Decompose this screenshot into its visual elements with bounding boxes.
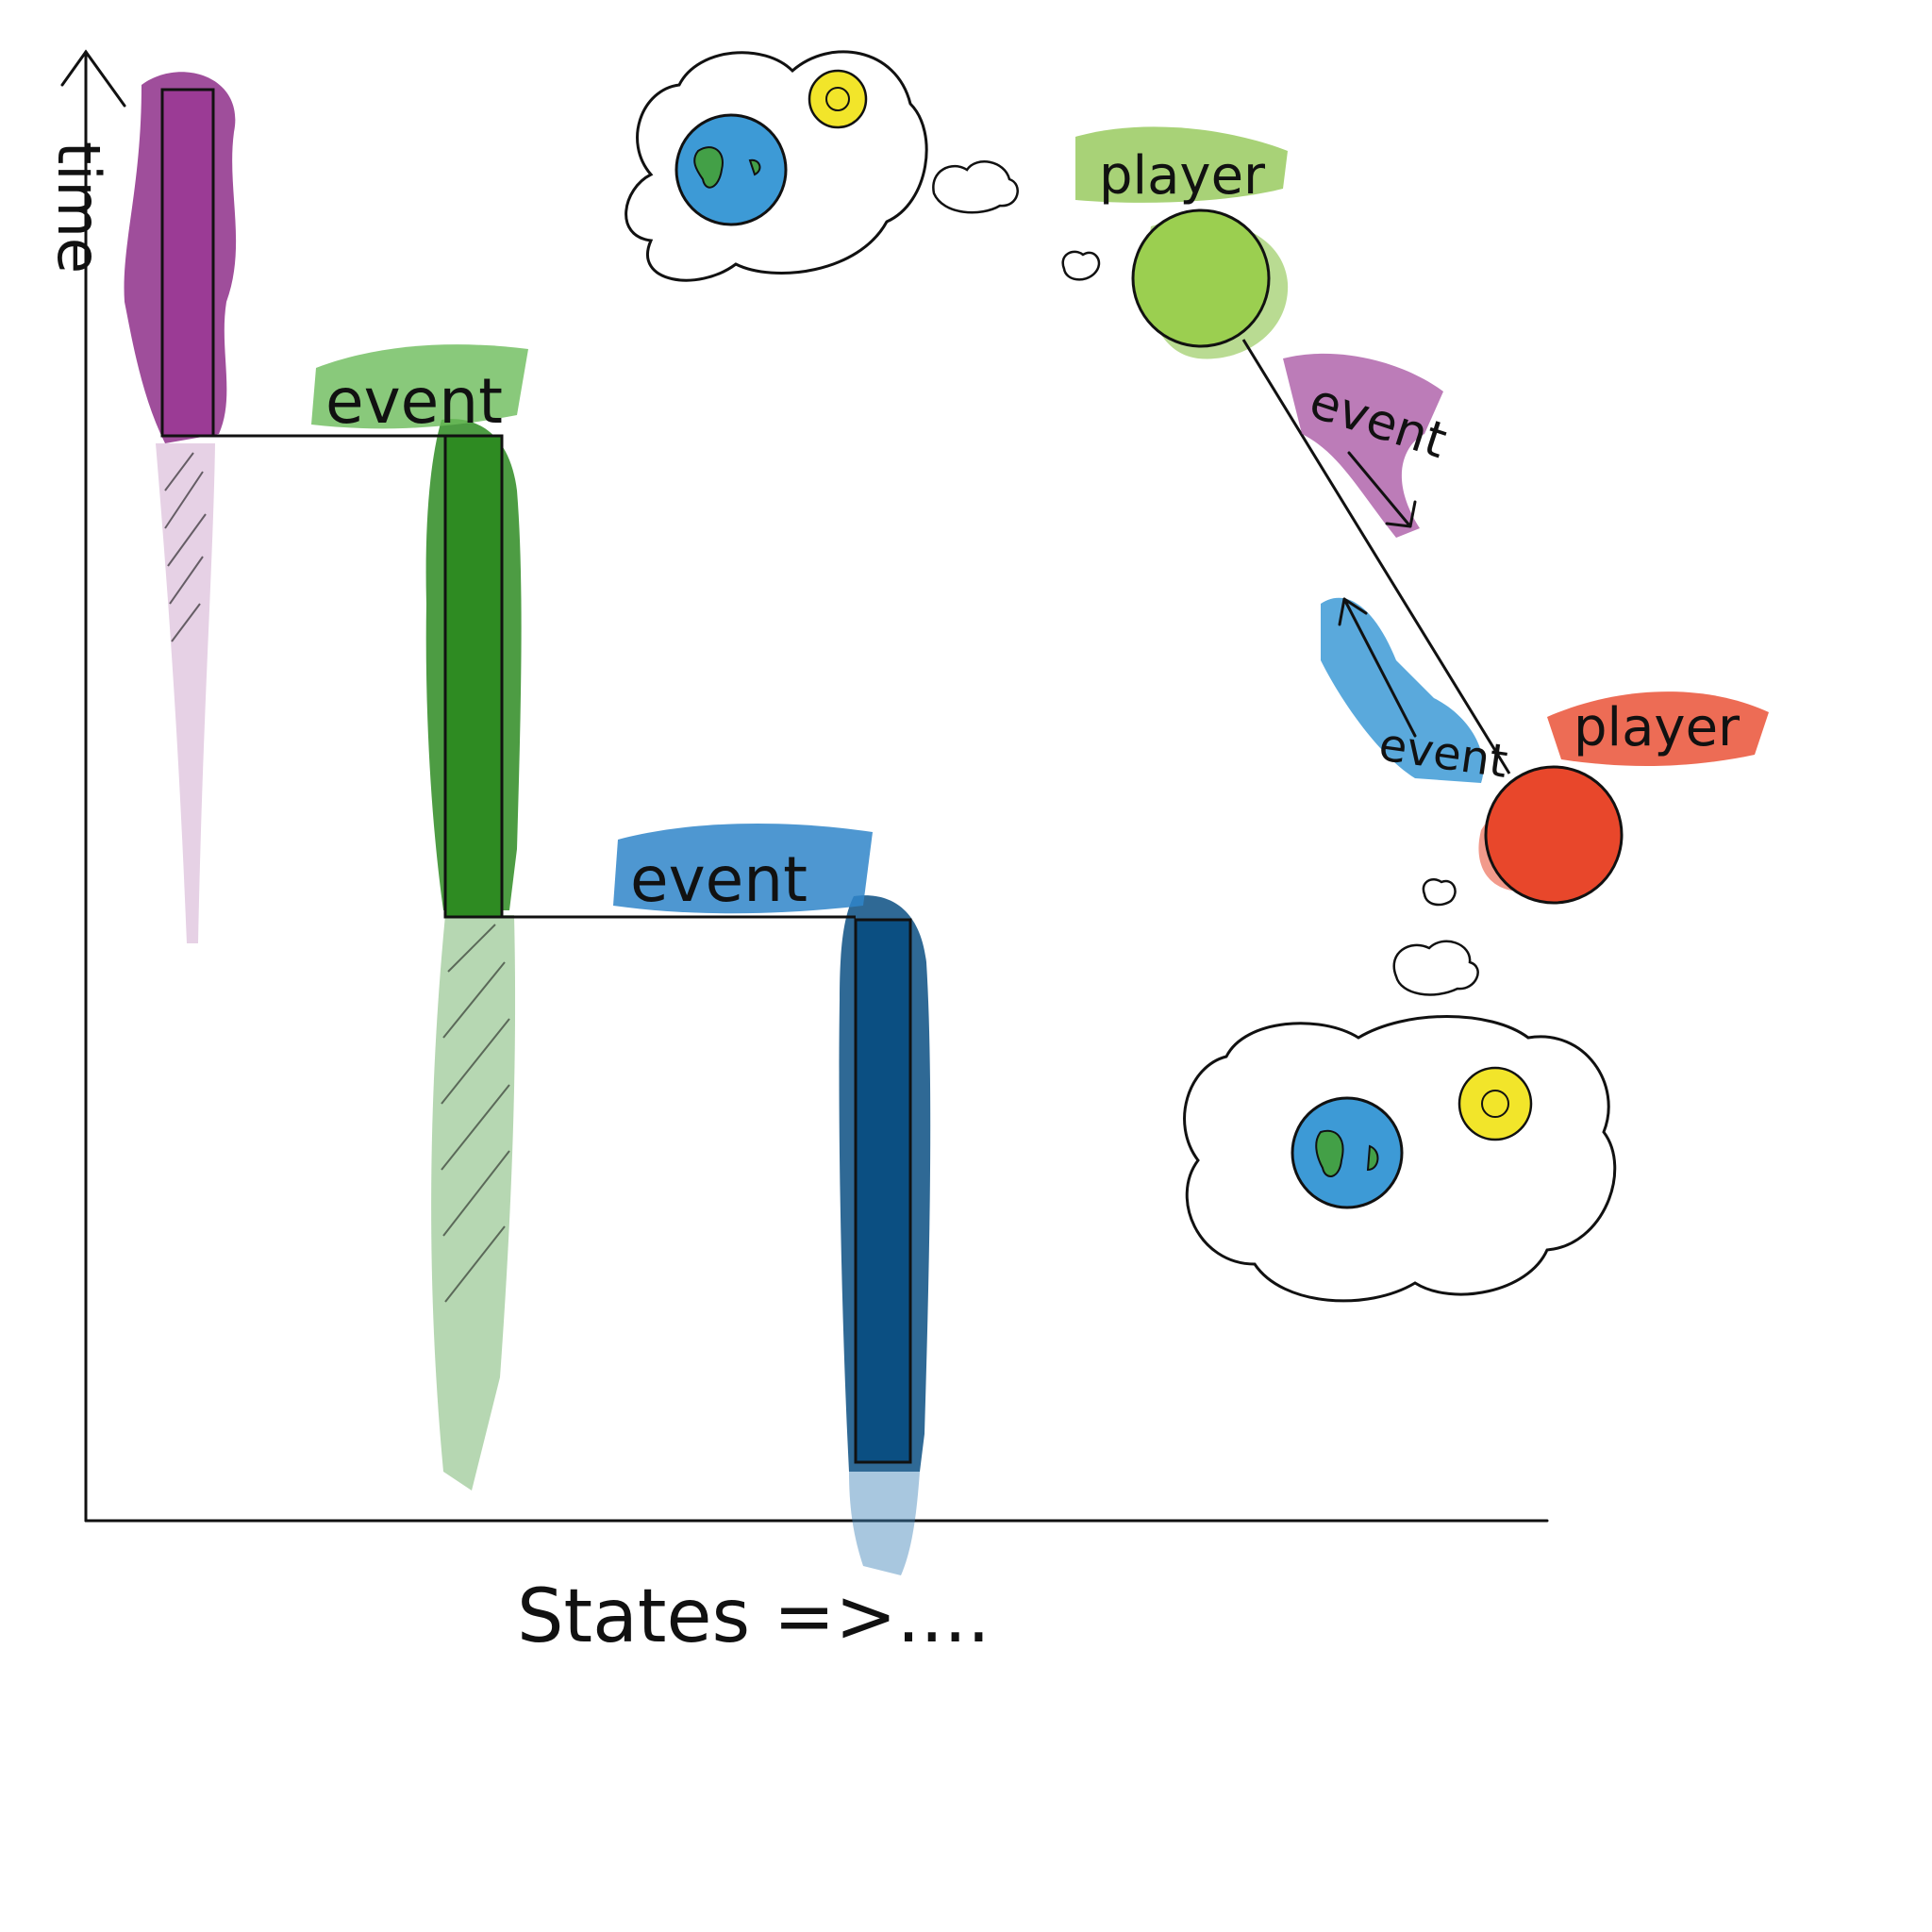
small-cloud-bottom-1 (1422, 878, 1457, 907)
player-bottom-node (1484, 765, 1624, 905)
state-bar-purple (124, 72, 237, 943)
state-bar-green (425, 419, 522, 1491)
sun-core-icon-bottom (1481, 1090, 1509, 1118)
purple-fade (156, 443, 215, 943)
earth-icon-bottom (1291, 1096, 1404, 1209)
blue-state-box (854, 918, 912, 1464)
y-axis-arrowhead (60, 49, 126, 108)
link-event-up: event (1321, 597, 1511, 789)
earth-land-icon (693, 146, 761, 189)
timeline-event-2: event (613, 823, 873, 916)
earth-land-icon-bottom (1315, 1129, 1379, 1177)
earth-icon (675, 113, 788, 226)
player-bottom-label: player (1574, 697, 1740, 758)
sun-icon-bottom (1457, 1066, 1533, 1141)
arrow-up-icon (1338, 597, 1417, 738)
green-state-box (443, 434, 504, 919)
timeline-event-label-2: event (630, 843, 808, 916)
player-top-label: player (1099, 145, 1266, 207)
arrow-down-icon (1347, 451, 1417, 528)
link-event-down: event (1283, 353, 1453, 538)
player-top-node (1131, 208, 1271, 348)
small-cloud-top-2 (1061, 250, 1101, 281)
blue-fade (849, 1472, 920, 1575)
small-cloud-top-1 (932, 160, 1019, 214)
sun-core-icon (825, 87, 850, 111)
link-event-up-label: event (1375, 718, 1510, 788)
player-top: player (1075, 126, 1289, 359)
green-fade (431, 915, 516, 1491)
purple-hatching (164, 452, 207, 642)
player-top-label-scribble (1075, 126, 1288, 203)
thought-cloud-bottom (1183, 878, 1617, 1303)
axes (60, 49, 1549, 1523)
purple-state-box (160, 88, 215, 438)
small-cloud-bottom-2 (1392, 940, 1479, 996)
player-bottom-label-scribble (1547, 691, 1769, 766)
timeline-event-label-1: event (325, 365, 503, 438)
x-axis-label: States =>.... (517, 1574, 991, 1659)
player-bottom: player (1478, 691, 1769, 905)
sun-icon (808, 69, 868, 129)
transition-lines (213, 434, 856, 919)
thought-cloud-top (625, 50, 1101, 282)
green-hatching (441, 924, 510, 1303)
player-link (1241, 339, 1511, 774)
timeline-event-1: event (311, 344, 528, 438)
y-axis-label: time (44, 142, 113, 274)
state-bar-blue (839, 895, 931, 1575)
